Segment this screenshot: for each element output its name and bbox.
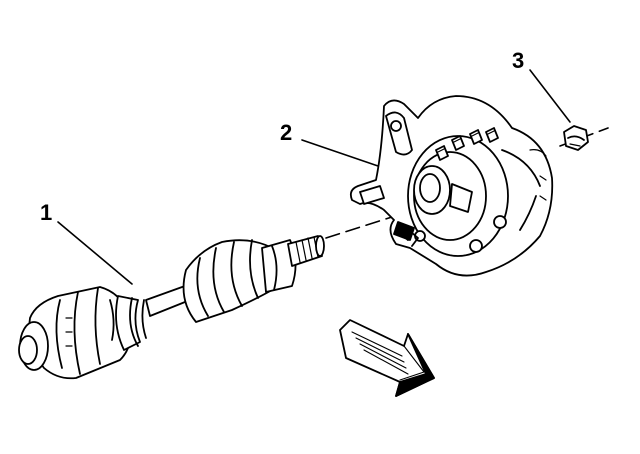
splined-stub-shaft (287, 235, 325, 267)
leader-line-1 (57, 221, 133, 285)
arrow-icon (339, 319, 435, 397)
leader-line-3 (529, 69, 571, 123)
hub-knuckle-assembly (349, 95, 554, 277)
callout-1: 1 (40, 200, 52, 225)
axle-nut (563, 125, 589, 151)
leader-line-2 (301, 139, 379, 167)
callout-2: 2 (280, 120, 292, 145)
drive-axle-shaft (18, 235, 325, 380)
wheel-studs (414, 127, 507, 253)
inner-joint-housing (18, 286, 133, 380)
inner-cv-boot (115, 295, 147, 351)
callout-3: 3 (512, 48, 524, 73)
